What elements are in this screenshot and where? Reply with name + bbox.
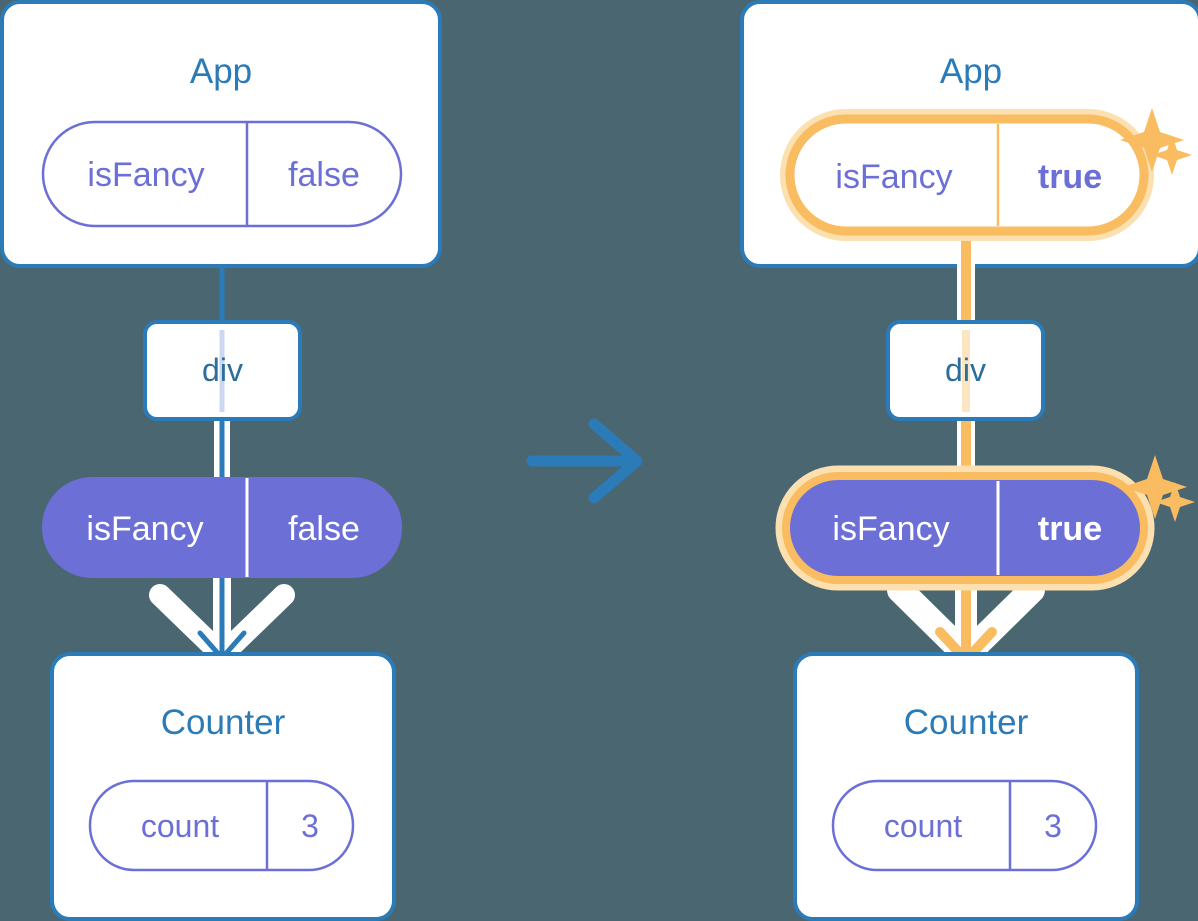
- app-state-value-left: false: [288, 156, 360, 194]
- props-value-right: true: [1037, 510, 1103, 548]
- panel-before: [0, 0, 442, 921]
- transition-arrow-icon: [526, 418, 643, 504]
- props-key-left: isFancy: [86, 510, 204, 548]
- props-value-left: false: [288, 510, 360, 548]
- props-key-right: isFancy: [832, 510, 950, 548]
- sparkle-icon-props-small: [1155, 482, 1195, 522]
- counter-state-value-right: 3: [1044, 808, 1062, 844]
- app-state-key-left: isFancy: [87, 156, 205, 194]
- counter-state-key-left: count: [140, 808, 220, 844]
- app-state-value-right: true: [1037, 158, 1103, 196]
- counter-state-pill-right: [831, 779, 1098, 872]
- div-label-right: div: [945, 352, 986, 388]
- counter-state-key-right: count: [883, 808, 963, 844]
- arrow-props-to-counter-left: [149, 561, 295, 669]
- props-pill-right: [782, 472, 1148, 584]
- panel-after: [740, 0, 1198, 921]
- sparkle-icon-app-large: [1120, 108, 1184, 172]
- sparkle-icon-props-large: [1123, 455, 1187, 519]
- counter-state-pill-left: [88, 779, 355, 872]
- app-state-pill-left: [41, 120, 403, 228]
- app-state-pill-right: [785, 114, 1149, 236]
- app-state-key-right: isFancy: [835, 158, 953, 196]
- props-pill-left: [42, 477, 402, 578]
- sparkle-icon-app-small: [1152, 135, 1192, 175]
- counter-state-value-left: 3: [301, 808, 319, 844]
- div-label-left: div: [202, 352, 243, 388]
